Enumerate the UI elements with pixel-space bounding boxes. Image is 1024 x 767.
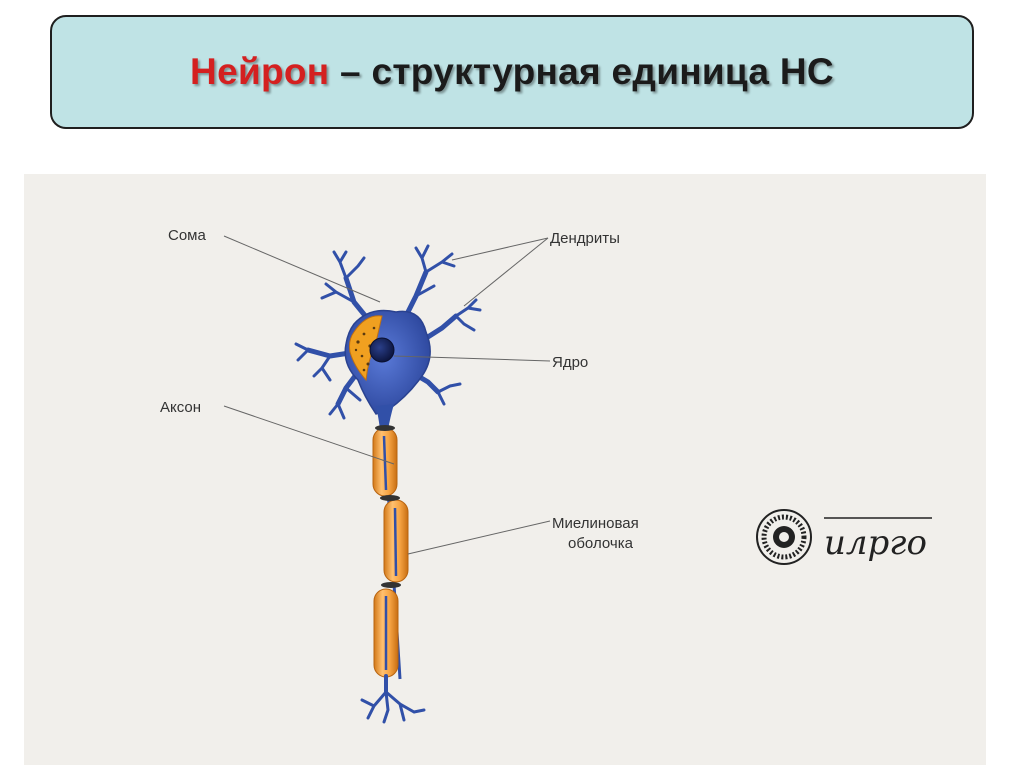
axon-terminals: [360, 674, 426, 724]
neuron-diagram: Сома Дендриты Ядро Аксон Миелиновая обол…: [160, 227, 639, 724]
leader-lines: [223, 235, 551, 555]
logo-emblem-icon: илрго: [756, 509, 932, 565]
slide-title: Нейрон – структурная единица НС: [190, 51, 834, 93]
title-banner: Нейрон – структурная единица НС: [50, 15, 974, 129]
title-accent: Нейрон: [190, 51, 330, 92]
label-dendrites: Дендриты: [550, 230, 620, 247]
publisher-logo: илрго: [754, 502, 954, 572]
nucleus: [369, 337, 395, 363]
ranvier-nodes: [375, 425, 401, 588]
label-myelin-line1: Миелиновая: [552, 515, 639, 532]
title-rest: – структурная единица НС: [329, 51, 834, 92]
label-nucleus: Ядро: [552, 354, 588, 371]
logo-text: илрго: [824, 523, 927, 563]
neuron-diagram-panel: Сома Дендриты Ядро Аксон Миелиновая обол…: [24, 174, 986, 765]
myelin-sheath: [372, 427, 409, 678]
label-axon: Аксон: [160, 399, 201, 416]
label-myelin-line2: оболочка: [568, 535, 634, 552]
label-soma: Сома: [168, 227, 206, 244]
axon-hillock: [376, 404, 394, 430]
soma-cytoplasm: [349, 315, 383, 382]
dendrites: [294, 244, 482, 420]
